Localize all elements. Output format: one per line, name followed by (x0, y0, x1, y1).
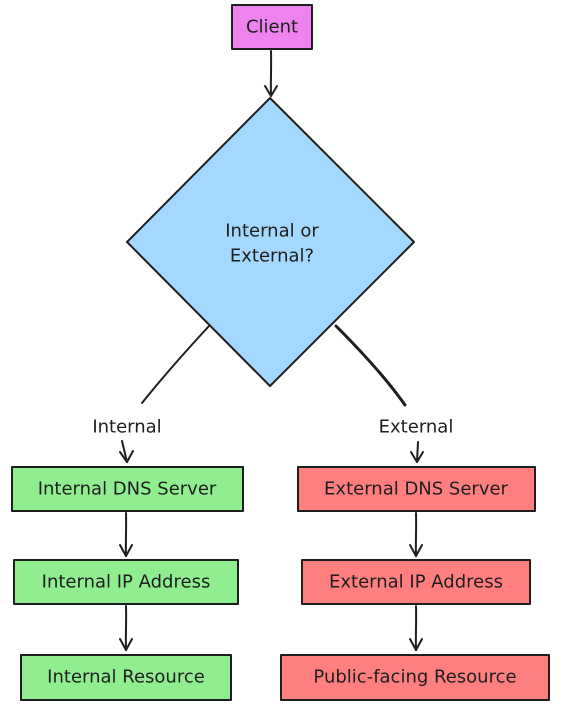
public-facing-resource-label: Public-facing Resource (313, 667, 516, 688)
decision-label-line1: Internal or (225, 221, 319, 242)
edge-decision-to-internal: Internal (92, 325, 210, 463)
internal-dns-server-node[interactable]: Internal DNS Server (11, 466, 244, 512)
internal-ip-address-node[interactable]: Internal IP Address (13, 559, 239, 605)
client-label: Client (246, 17, 298, 38)
arrow-internal-ip-to-resource (119, 605, 133, 651)
public-facing-resource-node[interactable]: Public-facing Resource (280, 654, 550, 701)
arrow-client-to-decision (264, 50, 278, 97)
internal-resource-label: Internal Resource (47, 667, 205, 688)
external-ip-address-node[interactable]: External IP Address (301, 559, 531, 605)
client-node[interactable]: Client (231, 4, 313, 50)
external-dns-server-node[interactable]: External DNS Server (297, 466, 536, 512)
arrow-external-ip-to-resource (409, 605, 423, 651)
edge-label-external: External (379, 417, 454, 438)
edge-label-internal: Internal (92, 417, 161, 438)
decision-label-line2: External? (230, 246, 314, 267)
external-dns-server-label: External DNS Server (324, 479, 509, 500)
arrow-external-dns-to-ip (409, 512, 423, 557)
internal-dns-server-label: Internal DNS Server (38, 479, 217, 500)
internal-ip-address-label: Internal IP Address (42, 572, 211, 593)
arrow-internal-dns-to-ip (119, 512, 133, 557)
external-ip-address-label: External IP Address (329, 572, 503, 593)
edge-decision-to-external: External (334, 324, 454, 463)
internal-resource-node[interactable]: Internal Resource (20, 654, 232, 701)
decision-node[interactable]: Internal or External? (126, 97, 415, 387)
